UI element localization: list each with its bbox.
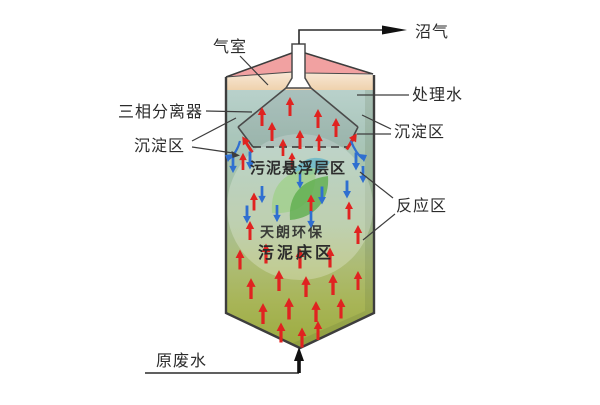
upflow-arrow-icon (245, 221, 255, 240)
upflow-arrow-icon (345, 201, 353, 220)
upflow-arrow-icon (325, 247, 335, 268)
flow-arrow-layer (229, 97, 367, 348)
upflow-arrow-icon (297, 327, 307, 348)
upflow-arrow-icon (267, 122, 277, 141)
label-sludge-suspension-zone: 污泥悬浮层区 (250, 159, 346, 177)
upflow-arrow-icon (336, 298, 346, 319)
label-raw-wastewater: 原废水 (156, 352, 207, 370)
upflow-arrow-icon (242, 136, 254, 154)
downflow-arrow-icon (229, 156, 237, 174)
wall-shading (293, 90, 373, 347)
upflow-arrow-icon (295, 130, 305, 149)
upflow-arrow-icon (274, 270, 284, 291)
upflow-arrow-icon (250, 192, 258, 211)
settling-leader-arrowhead (231, 151, 240, 158)
downflow-arrow-icon (258, 186, 266, 204)
watermark-logo: 天朗环保 (227, 134, 373, 280)
recirc-arrowhead-right (359, 154, 367, 162)
label-biogas: 沼气 (415, 23, 449, 41)
downflow-arrow-icon (318, 186, 326, 205)
label-reaction-zone: 反应区 (396, 196, 447, 215)
upflow-arrow-icon (246, 278, 256, 299)
leader-lines (191, 55, 409, 241)
label-gas-chamber: 气室 (213, 38, 247, 56)
upflow-arrow-icon (279, 138, 287, 156)
reactor-water-body (226, 90, 374, 348)
downflow-arrow-icon (246, 151, 254, 170)
leaf-dark-icon (289, 176, 329, 220)
upflow-arrow-icon (331, 118, 341, 137)
label-three-phase-separator: 三相分离器 (118, 103, 203, 121)
downflow-arrow-icon (273, 205, 281, 223)
upflow-arrow-icon (307, 194, 315, 213)
biogas-line (298, 25, 407, 44)
downflow-arrow-icon (343, 180, 351, 199)
downflow-arrow-icon (243, 205, 251, 224)
label-treated-water: 处理水 (412, 86, 463, 104)
upflow-arrow-icon (313, 109, 323, 128)
reactor-vessel-outline (224, 75, 376, 350)
upflow-arrow-icon (313, 321, 323, 340)
upflow-arrow-icon (239, 152, 247, 170)
upflow-arrow-icon (258, 303, 268, 324)
recirc-arrowhead-left (225, 154, 233, 162)
inlet-arrow-icon (294, 347, 304, 373)
upflow-arrow-icon (295, 248, 305, 269)
upflow-arrow-icon (315, 133, 323, 151)
label-sludge-bed-zone: 污泥床区 (258, 243, 334, 262)
downflow-arrow-icon (307, 211, 315, 229)
roof-edge-right (304, 52, 374, 75)
upflow-arrow-icon (353, 225, 363, 244)
upflow-arrow-icon (285, 97, 295, 116)
upflow-arrow-icon (288, 152, 296, 169)
downflow-arrow-icon (296, 172, 304, 189)
upflow-arrow-icon (353, 271, 363, 290)
inlet-line (145, 347, 304, 374)
downflow-arrow-icon (352, 152, 360, 171)
upflow-arrow-icon (261, 243, 271, 264)
roof-edge-left (225, 52, 293, 78)
upflow-arrow-icon (235, 249, 245, 270)
watermark-brand-text: 天朗环保 (260, 224, 324, 241)
upflow-arrow-icon (328, 274, 338, 295)
upflow-arrow-icon (276, 322, 286, 343)
upflow-arrow-icon (257, 107, 267, 126)
label-settling-zone-right: 沉淀区 (394, 123, 445, 141)
upflow-arrow-icon (284, 297, 294, 320)
upflow-arrow-icon (311, 301, 321, 322)
biogas-arrow-icon (382, 25, 407, 35)
label-settling-zone-left: 沉淀区 (134, 137, 185, 155)
upflow-arrow-icon (301, 276, 311, 297)
